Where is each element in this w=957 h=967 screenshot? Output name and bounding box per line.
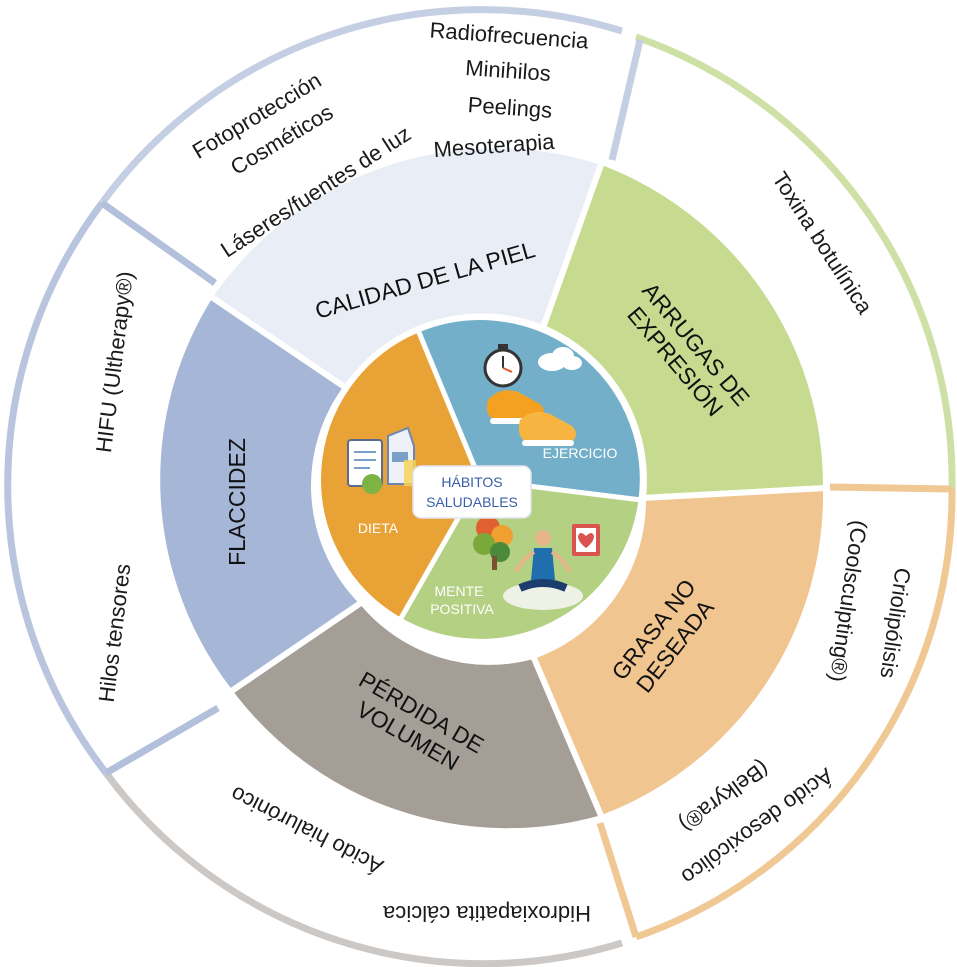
sneakers-icon <box>486 390 576 446</box>
middle-ring <box>154 142 830 835</box>
clouds-icon <box>538 347 582 371</box>
label-mente-line2: POSITIVA <box>430 601 494 617</box>
center-title-line1: HÁBITOS <box>441 474 502 490</box>
ring-arc-grasa <box>634 488 956 941</box>
label-peelings: Peelings <box>467 92 553 123</box>
segment-perdida <box>225 597 607 835</box>
label-criolipolisis: Criolipólisis <box>875 566 915 680</box>
divider-lower-left <box>104 704 220 777</box>
ring-arc-flaccidez <box>4 200 109 776</box>
label-radiofrecuencia: Radiofrecuencia <box>429 17 590 53</box>
label-hilos-tensores: Hilos tensores <box>94 562 136 703</box>
divider-lower-right <box>596 821 640 939</box>
ring-arc-perdida <box>103 770 624 967</box>
center-box: HÁBITOS SALUDABLES <box>412 465 532 519</box>
segment-grasa <box>528 484 830 822</box>
divider-right <box>829 483 953 493</box>
label-ejercicio: EJERCICIO <box>543 445 618 461</box>
food-icon <box>347 426 416 494</box>
divider-upper-left <box>99 200 218 286</box>
segment-flaccidez <box>154 291 367 697</box>
ring-arc-arrugas <box>634 33 956 490</box>
divider-top <box>608 39 644 161</box>
stopwatch-icon <box>483 344 523 388</box>
label-flaccidez: FLACCIDEZ <box>224 438 250 566</box>
yoga-person-icon <box>503 530 583 610</box>
tree-icon <box>473 516 513 570</box>
ring-dividers <box>99 39 953 939</box>
label-coolsculpting: (Coolsculpting®) <box>825 519 872 684</box>
ring-arc-calidad <box>99 6 624 206</box>
label-dieta: DIETA <box>358 520 399 536</box>
label-hidroxiapatita: Hidroxiapatita cálcica <box>382 901 591 926</box>
segment-mente <box>396 477 644 644</box>
book-heart-icon <box>572 524 600 556</box>
outer-ring-border <box>4 6 956 967</box>
label-minihilos: Minihilos <box>464 55 551 86</box>
label-hifu: HIFU (Ultherapy®) <box>91 270 138 454</box>
label-toxina-botulinica: Toxina botulínica <box>767 167 878 319</box>
label-mente-line1: MENTE <box>435 583 484 599</box>
center-title-line2: SALUDABLES <box>426 494 518 510</box>
